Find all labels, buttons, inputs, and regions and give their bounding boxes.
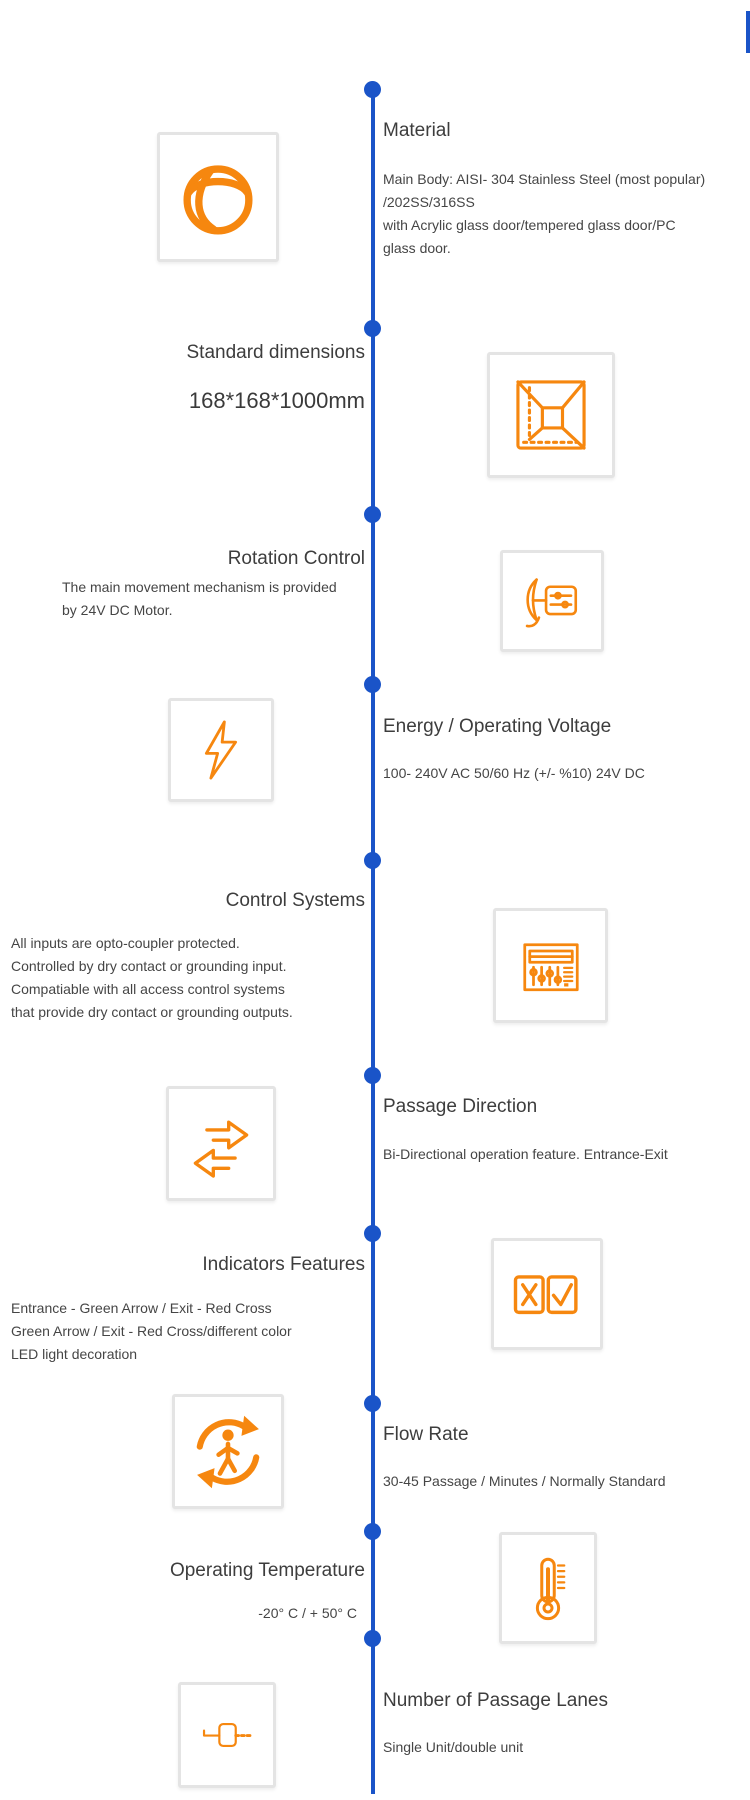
timeline-dot <box>364 1523 381 1540</box>
lightning-icon <box>204 720 238 780</box>
section-title: Standard dimensions <box>186 342 366 363</box>
timeline-dot <box>364 1630 381 1647</box>
motor-icon-box <box>500 550 604 652</box>
section-title: Energy / Operating Voltage <box>383 716 612 737</box>
right-edge-accent-bar <box>746 11 750 53</box>
passage-direction-icon-box <box>166 1086 276 1201</box>
section-body: Single Unit/double unit <box>383 1739 524 1755</box>
section-body: The main movement mechanism is provided … <box>62 579 337 618</box>
section-body: 30-45 Passage / Minutes / Normally Stand… <box>383 1473 666 1489</box>
section-body: All inputs are opto-coupler protected. C… <box>11 935 293 1020</box>
energy-icon-box <box>168 698 274 802</box>
passage-lanes-icon-box <box>178 1682 276 1788</box>
section-title: Control Systems <box>225 890 365 911</box>
section-body: Entrance - Green Arrow / Exit - Red Cros… <box>11 1300 292 1362</box>
flow-rate-icon-box <box>172 1394 284 1509</box>
timeline-dot <box>364 320 381 337</box>
section-body: Main Body: AISI- 304 Stainless Steel (mo… <box>383 171 706 256</box>
timeline-dot <box>364 676 381 693</box>
turnstile-lane-icon <box>202 1722 254 1748</box>
section-title: Passage Direction <box>383 1096 538 1117</box>
section-body: Bi-Directional operation feature. Entran… <box>383 1146 668 1162</box>
timeline-dot <box>364 1395 381 1412</box>
timeline-dot <box>364 852 381 869</box>
section-body: 100- 240V AC 50/60 Hz (+/- %10) 24V DC <box>383 765 645 781</box>
temperature-icon-box <box>499 1532 597 1644</box>
timeline-line <box>371 89 375 1794</box>
section-title: Number of Passage Lanes <box>383 1690 608 1711</box>
cross-check-icon <box>513 1275 578 1315</box>
cube-icon <box>516 380 586 450</box>
section-title: Flow Rate <box>383 1424 469 1445</box>
double-arrow-icon <box>193 1120 249 1178</box>
section-title: Operating Temperature <box>169 1560 365 1581</box>
section-title: Material <box>383 120 451 141</box>
section-title: Indicators Features <box>202 1254 365 1275</box>
control-systems-icon-box <box>493 908 608 1023</box>
motor-icon <box>525 578 578 628</box>
indicators-icon-box <box>491 1238 603 1350</box>
material-icon-box <box>157 132 279 262</box>
section-title: Rotation Control <box>227 548 365 569</box>
control-panel-icon <box>522 942 579 991</box>
timeline-dot <box>364 506 381 523</box>
dimensions-value: 168*168*1000mm <box>188 388 365 413</box>
thermometer-icon <box>535 1557 566 1621</box>
timeline-dot <box>364 1067 381 1084</box>
person-rotation-icon <box>196 1415 260 1488</box>
timeline-dot <box>364 1225 381 1242</box>
dimensions-icon-box <box>487 352 615 478</box>
globe-icon <box>183 165 253 235</box>
section-body: -20° C / + 50° C <box>258 1605 357 1621</box>
timeline-dot <box>364 81 381 98</box>
